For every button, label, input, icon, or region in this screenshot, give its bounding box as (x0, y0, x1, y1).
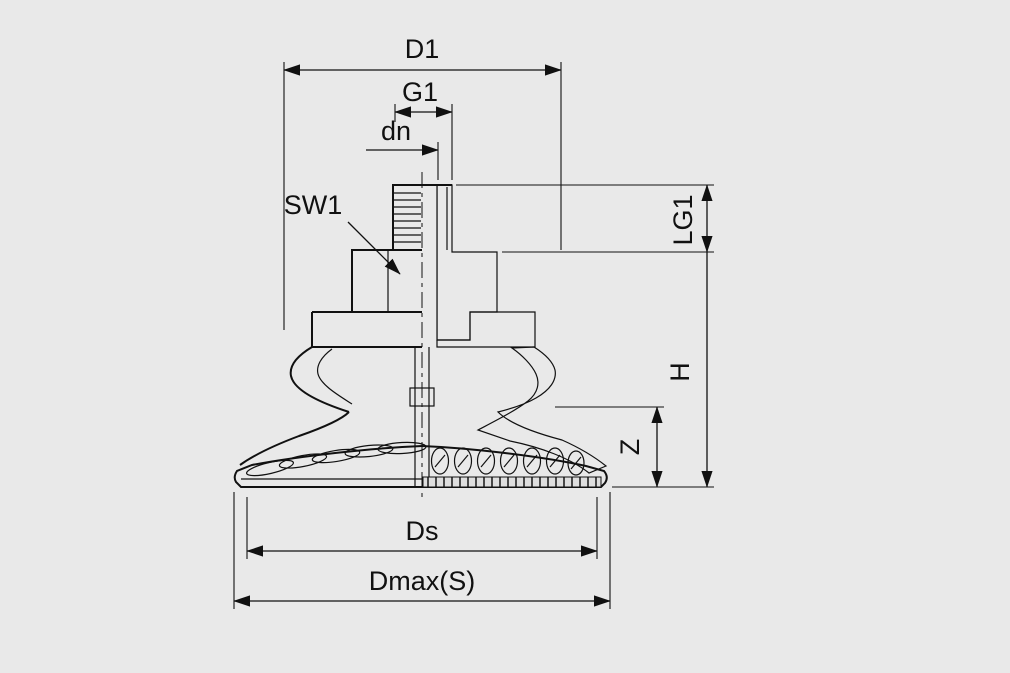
threaded-stud (392, 184, 452, 250)
dim-label-d1: D1 (405, 34, 440, 64)
bellows-upper-fold (289, 346, 350, 413)
flange-outline (311, 311, 422, 348)
dim-label-ds: Ds (406, 516, 439, 546)
dimension-dn: dn (366, 116, 439, 180)
dim-label-z: Z (615, 439, 645, 456)
suction-cup-drawing (233, 172, 608, 502)
dim-label-sw1: SW1 (284, 190, 343, 220)
dimension-d1: D1 (283, 34, 562, 330)
dimension-ds: Ds (246, 497, 598, 559)
hex-outline (351, 249, 422, 313)
pad-section (421, 445, 608, 488)
dim-label-g1: G1 (402, 77, 438, 107)
stud-outline (392, 184, 452, 250)
dimension-z: Z (555, 406, 664, 488)
dim-label-dmax: Dmax(S) (369, 566, 476, 596)
dimension-lg1: LG1 (456, 184, 714, 253)
bore-channel (422, 186, 437, 340)
rubber-flange-section (436, 311, 536, 348)
bellows-section (476, 346, 608, 474)
dimension-h: H (612, 252, 714, 488)
bellows-view (239, 346, 353, 466)
dimension-dmax: Dmax(S) (233, 492, 611, 609)
dim-label-dn: dn (381, 116, 411, 146)
sw1-leader-line (347, 221, 401, 275)
thread-lines (394, 192, 421, 243)
pad-left-outline (233, 445, 423, 488)
dim-label-lg1: LG1 (668, 194, 698, 245)
fitting-body-section (436, 184, 498, 341)
fitting-section (436, 184, 498, 341)
callout-sw1: SW1 (284, 190, 401, 275)
dimension-g1: G1 (394, 77, 453, 180)
bellows-inner-fold (316, 348, 353, 405)
bellows-lower-fold (239, 411, 350, 466)
pad-rib-sections (430, 447, 585, 476)
pad-rib-strip (422, 476, 602, 488)
hex-nut (351, 249, 422, 313)
dim-label-h: H (665, 362, 695, 382)
pad-view (233, 441, 427, 488)
